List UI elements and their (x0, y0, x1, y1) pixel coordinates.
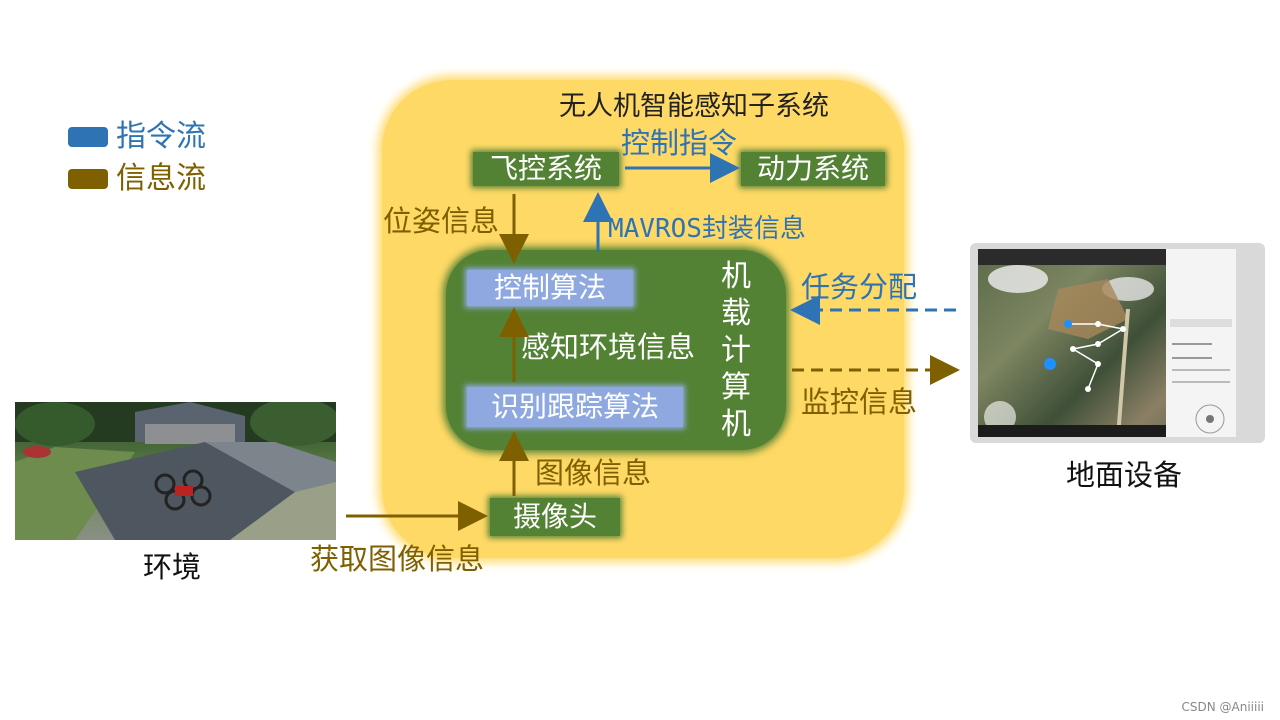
legend-swatch-info (68, 169, 108, 189)
environment-caption: 环境 (143, 550, 202, 584)
edge-label-image-info: 图像信息 (535, 456, 652, 490)
edge-label-pose-info: 位姿信息 (383, 204, 500, 238)
legend-label-info: 信息流 (116, 161, 206, 196)
recognition-tracking-node: 识别跟踪算法 (467, 387, 683, 427)
power-system-node: 动力系统 (741, 152, 885, 186)
control-algorithm-node: 控制算法 (467, 270, 633, 306)
legend-label-command: 指令流 (116, 119, 206, 154)
environment-image (15, 402, 336, 540)
subsystem-title: 无人机智能感知子系统 (559, 91, 829, 122)
onboard-computer-label: 机载计算机 (721, 259, 751, 442)
watermark: CSDN @Aniiiii (1181, 700, 1264, 714)
camera-node: 摄像头 (490, 498, 620, 536)
edge-label-acquire-image-info: 获取图像信息 (310, 542, 485, 576)
settings-panel (1166, 249, 1236, 437)
edge-label-task-allocation: 任务分配 (801, 270, 918, 304)
ground-equipment-caption: 地面设备 (1066, 458, 1183, 492)
ground-station-image (970, 243, 1265, 443)
edge-label-monitor-info: 监控信息 (801, 385, 918, 419)
edge-label-perceived-env-info: 感知环境信息 (521, 330, 696, 364)
legend-swatch-command (68, 127, 108, 147)
edge-label-mavros-info: MAVROS封装信息 (608, 214, 806, 244)
flight-control-node: 飞控系统 (473, 152, 619, 186)
